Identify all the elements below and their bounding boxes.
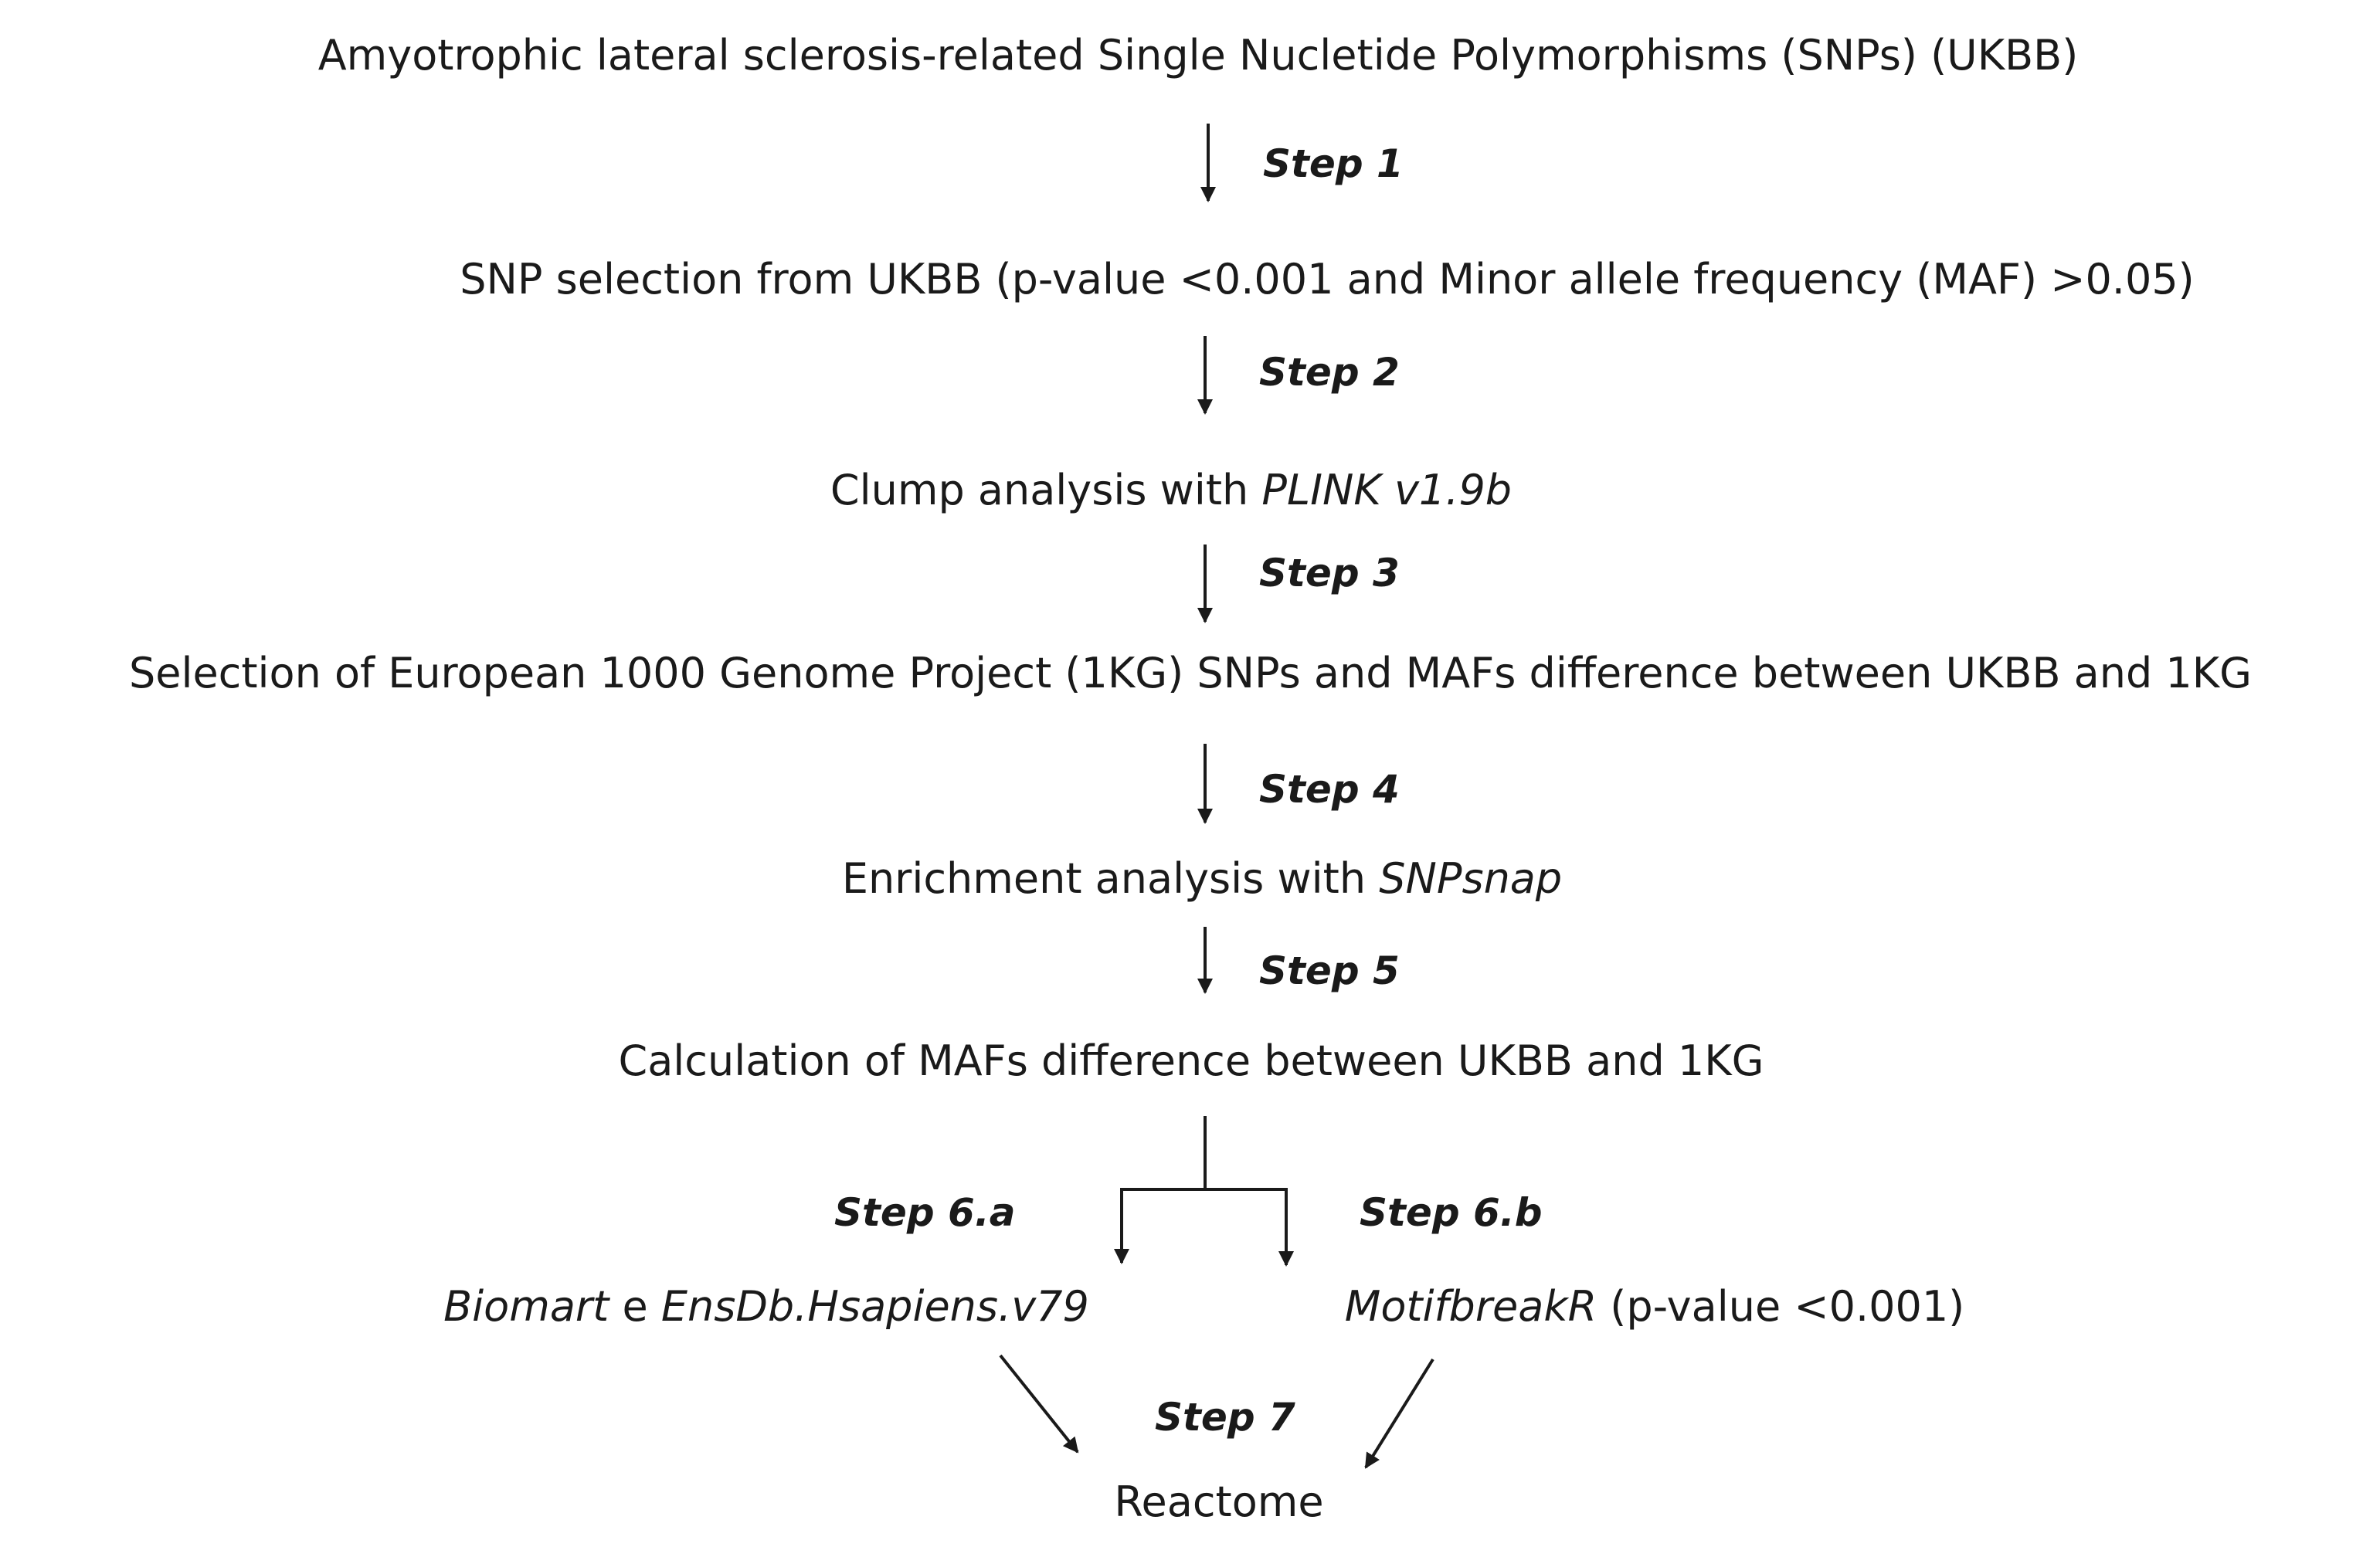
- node-reactome: Reactome: [1114, 1481, 1323, 1523]
- arrow-step-7-left: [999, 1354, 1079, 1454]
- node-als-snps-text: Amyotrophic lateral sclerosis-related Si…: [317, 31, 2079, 80]
- arrow-step-7-right: [1364, 1358, 1434, 1469]
- node-enrichment-analysis: Enrichment analysis with SNPsnap: [842, 858, 1562, 900]
- node-enrichment-analysis-tool: SNPsnap: [1379, 854, 1563, 903]
- node-maf-calculation-text: Calculation of MAFs difference between U…: [618, 1036, 1764, 1085]
- node-1kg-selection-text: Selection of European 1000 Genome Projec…: [128, 649, 2253, 697]
- node-clump-analysis: Clump analysis with PLINK v1.9b: [830, 470, 1512, 511]
- step-label-5: Step 5: [1259, 948, 1400, 993]
- node-biomart-tool-1: Biomart: [443, 1282, 609, 1331]
- step-label-2: Step 2: [1259, 350, 1400, 395]
- node-snp-selection: SNP selection from UKBB (p-value <0.001 …: [460, 259, 2194, 300]
- step-label-7: Step 7: [1155, 1395, 1295, 1440]
- node-biomart-tool-2: EnsDb.Hsapiens.v79: [660, 1282, 1089, 1331]
- step-label-4: Step 4: [1259, 767, 1400, 812]
- node-biomart: Biomart e EnsDb.Hsapiens.v79: [443, 1286, 1089, 1328]
- node-clump-analysis-prefix: Clump analysis with: [830, 466, 1262, 514]
- step-label-3: Step 3: [1259, 551, 1400, 595]
- node-motifbreakr-tool: MotifbreakR: [1344, 1282, 1597, 1331]
- node-snp-selection-text: SNP selection from UKBB (p-value <0.001 …: [460, 255, 2195, 304]
- branch-connector: [1120, 1116, 1288, 1191]
- step-label-1: Step 1: [1263, 141, 1404, 186]
- node-biomart-joiner: e: [609, 1282, 661, 1331]
- node-clump-analysis-tool: PLINK v1.9b: [1261, 466, 1513, 514]
- node-motifbreakr: MotifbreakR (p-value <0.001): [1345, 1286, 1965, 1328]
- node-reactome-text: Reactome: [1114, 1477, 1324, 1526]
- node-maf-calculation: Calculation of MAFs difference between U…: [619, 1040, 1764, 1082]
- node-als-snps: Amyotrophic lateral sclerosis-related Si…: [318, 35, 2079, 76]
- node-motifbreakr-criteria: (p-value <0.001): [1597, 1282, 1965, 1331]
- node-enrichment-analysis-prefix: Enrichment analysis with: [841, 854, 1380, 903]
- step-label-6a: Step 6.a: [834, 1190, 1016, 1235]
- step-label-6b: Step 6.b: [1360, 1190, 1543, 1235]
- node-1kg-selection: Selection of European 1000 Genome Projec…: [129, 653, 2252, 694]
